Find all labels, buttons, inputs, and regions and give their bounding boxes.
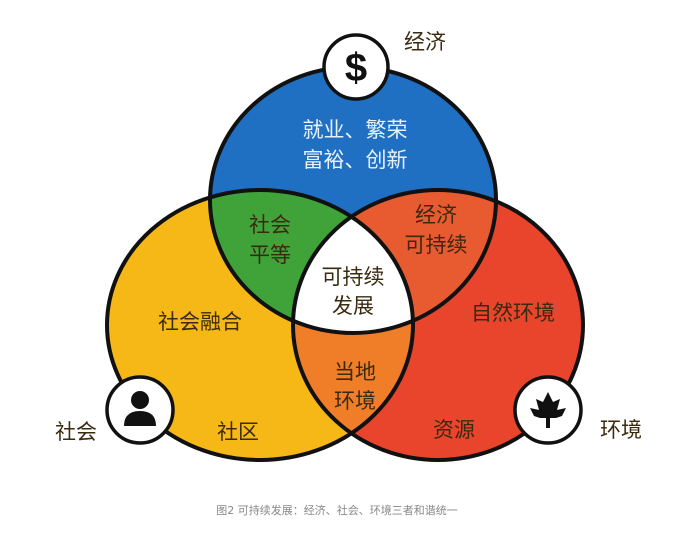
econ-sustain-text-1: 经济 bbox=[415, 203, 457, 227]
social-equity-text-2: 平等 bbox=[249, 243, 291, 267]
center-text-2: 发展 bbox=[332, 294, 374, 318]
local-env-text-2: 环境 bbox=[334, 389, 376, 413]
local-env-text-1: 当地 bbox=[334, 360, 376, 384]
svg-text:$: $ bbox=[345, 46, 367, 90]
sustainable-development-region bbox=[293, 190, 413, 333]
dollar-icon: $ bbox=[322, 33, 390, 101]
natural-env-text: 自然环境 bbox=[471, 301, 555, 325]
economy-label: 经济 bbox=[404, 30, 446, 54]
social-inclusion-text: 社会融合 bbox=[158, 310, 242, 334]
person-icon bbox=[105, 375, 175, 445]
economy-text-2: 富裕、创新 bbox=[302, 148, 408, 172]
community-text: 社区 bbox=[217, 420, 259, 444]
economy-text-1: 就业、繁荣 bbox=[302, 118, 408, 142]
society-label: 社会 bbox=[55, 420, 97, 444]
econ-sustain-text-2: 可持续 bbox=[404, 233, 468, 257]
maple-leaf-icon bbox=[513, 375, 583, 445]
figure-caption: 图2 可持续发展：经济、社会、环境三者和谐统一 bbox=[216, 504, 458, 517]
resources-text: 资源 bbox=[433, 418, 475, 442]
environment-label: 环境 bbox=[600, 418, 642, 442]
center-text-1: 可持续 bbox=[321, 265, 385, 289]
social-equity-text-1: 社会 bbox=[249, 213, 291, 237]
